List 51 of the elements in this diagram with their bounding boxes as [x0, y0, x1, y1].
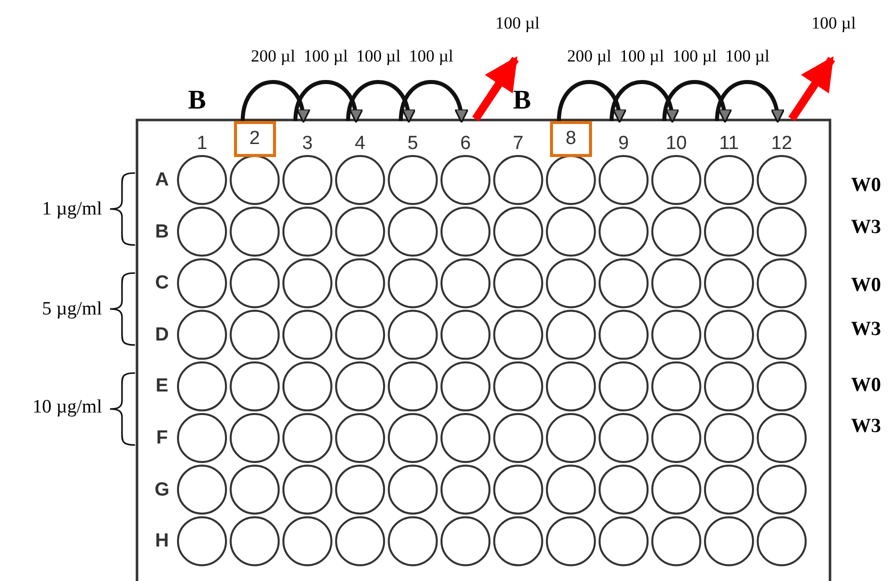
edge-label: 100 µl: [724, 48, 770, 66]
edge-label: 100 µl: [672, 48, 718, 66]
column-number: 10: [655, 121, 698, 157]
timepoint-label: W0: [851, 175, 881, 195]
edge-label: 100 µl: [810, 14, 857, 34]
row-letter: B: [155, 222, 169, 242]
timepoint-label: W3: [851, 416, 881, 436]
column-number: 1: [181, 121, 223, 157]
timepoint-label: W0: [851, 375, 881, 395]
edge-label: 100 µl: [408, 48, 454, 66]
arrow: [240, 80, 310, 124]
column-number: 3: [286, 121, 328, 157]
column-number: 9: [602, 121, 645, 157]
row-letter: A: [155, 170, 169, 190]
concentration-label: 5 µg/ml: [42, 300, 102, 318]
column-number: 2: [234, 121, 276, 157]
edge-label: 200 µl: [566, 48, 612, 66]
edge-label: 100 µl: [618, 48, 666, 66]
column-number: 8: [550, 121, 592, 157]
arrow: [788, 56, 836, 122]
column-number: 11: [708, 121, 750, 157]
column-number: 4: [339, 121, 382, 157]
arrow: [472, 56, 519, 122]
concentration-label: 10 µg/ml: [32, 398, 102, 416]
row-letter: H: [155, 532, 169, 551]
arrow: [556, 80, 626, 124]
row-letter: G: [154, 480, 170, 500]
column-number: 5: [392, 121, 434, 157]
column-number: 12: [760, 121, 803, 157]
arrow: [293, 80, 362, 124]
concentration-label: 1 µg/ml: [42, 200, 102, 218]
row-letter: F: [156, 428, 168, 448]
section-label: B: [188, 86, 206, 114]
edge-label: 200 µl: [250, 48, 296, 66]
column-number: 6: [444, 121, 486, 157]
edge-label: 100 µl: [494, 14, 541, 34]
row-letter: E: [156, 376, 168, 396]
row-letter: D: [155, 325, 169, 344]
section-label: B: [513, 86, 531, 114]
timepoint-label: W3: [851, 319, 881, 339]
timepoint-label: W0: [851, 275, 881, 295]
arrow: [662, 80, 731, 124]
arrow: [346, 80, 415, 124]
arrow: [715, 80, 784, 124]
edge-label: 100 µl: [355, 48, 402, 66]
column-number: 7: [497, 121, 540, 157]
timepoint-label: W3: [851, 217, 881, 237]
edge-label: 100 µl: [302, 48, 349, 66]
arrow: [398, 80, 468, 124]
arrow: [610, 80, 678, 124]
row-letter: C: [155, 274, 169, 293]
